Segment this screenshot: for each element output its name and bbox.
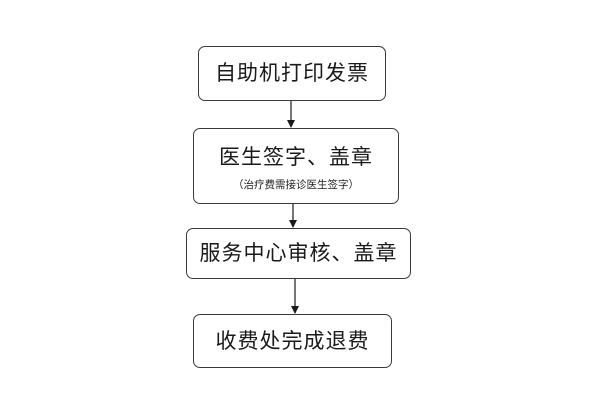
step-print-invoice-box: 自助机打印发票 [198,46,386,101]
step-doctor-sign-note: （治疗费需接诊医生签字） [233,179,359,192]
step-doctor-sign-label: 医生签字、盖章 [219,145,373,170]
step-print-invoice-label: 自助机打印发票 [215,61,369,85]
step-service-center-label: 服务中心审核、盖章 [199,241,398,265]
step-refund-box: 收费处完成退费 [193,314,392,368]
step-service-center-box: 服务中心审核、盖章 [186,228,411,279]
step-doctor-sign-box: 医生签字、盖章 （治疗费需接诊医生签字） [193,128,399,204]
step-refund-label: 收费处完成退费 [215,328,370,353]
